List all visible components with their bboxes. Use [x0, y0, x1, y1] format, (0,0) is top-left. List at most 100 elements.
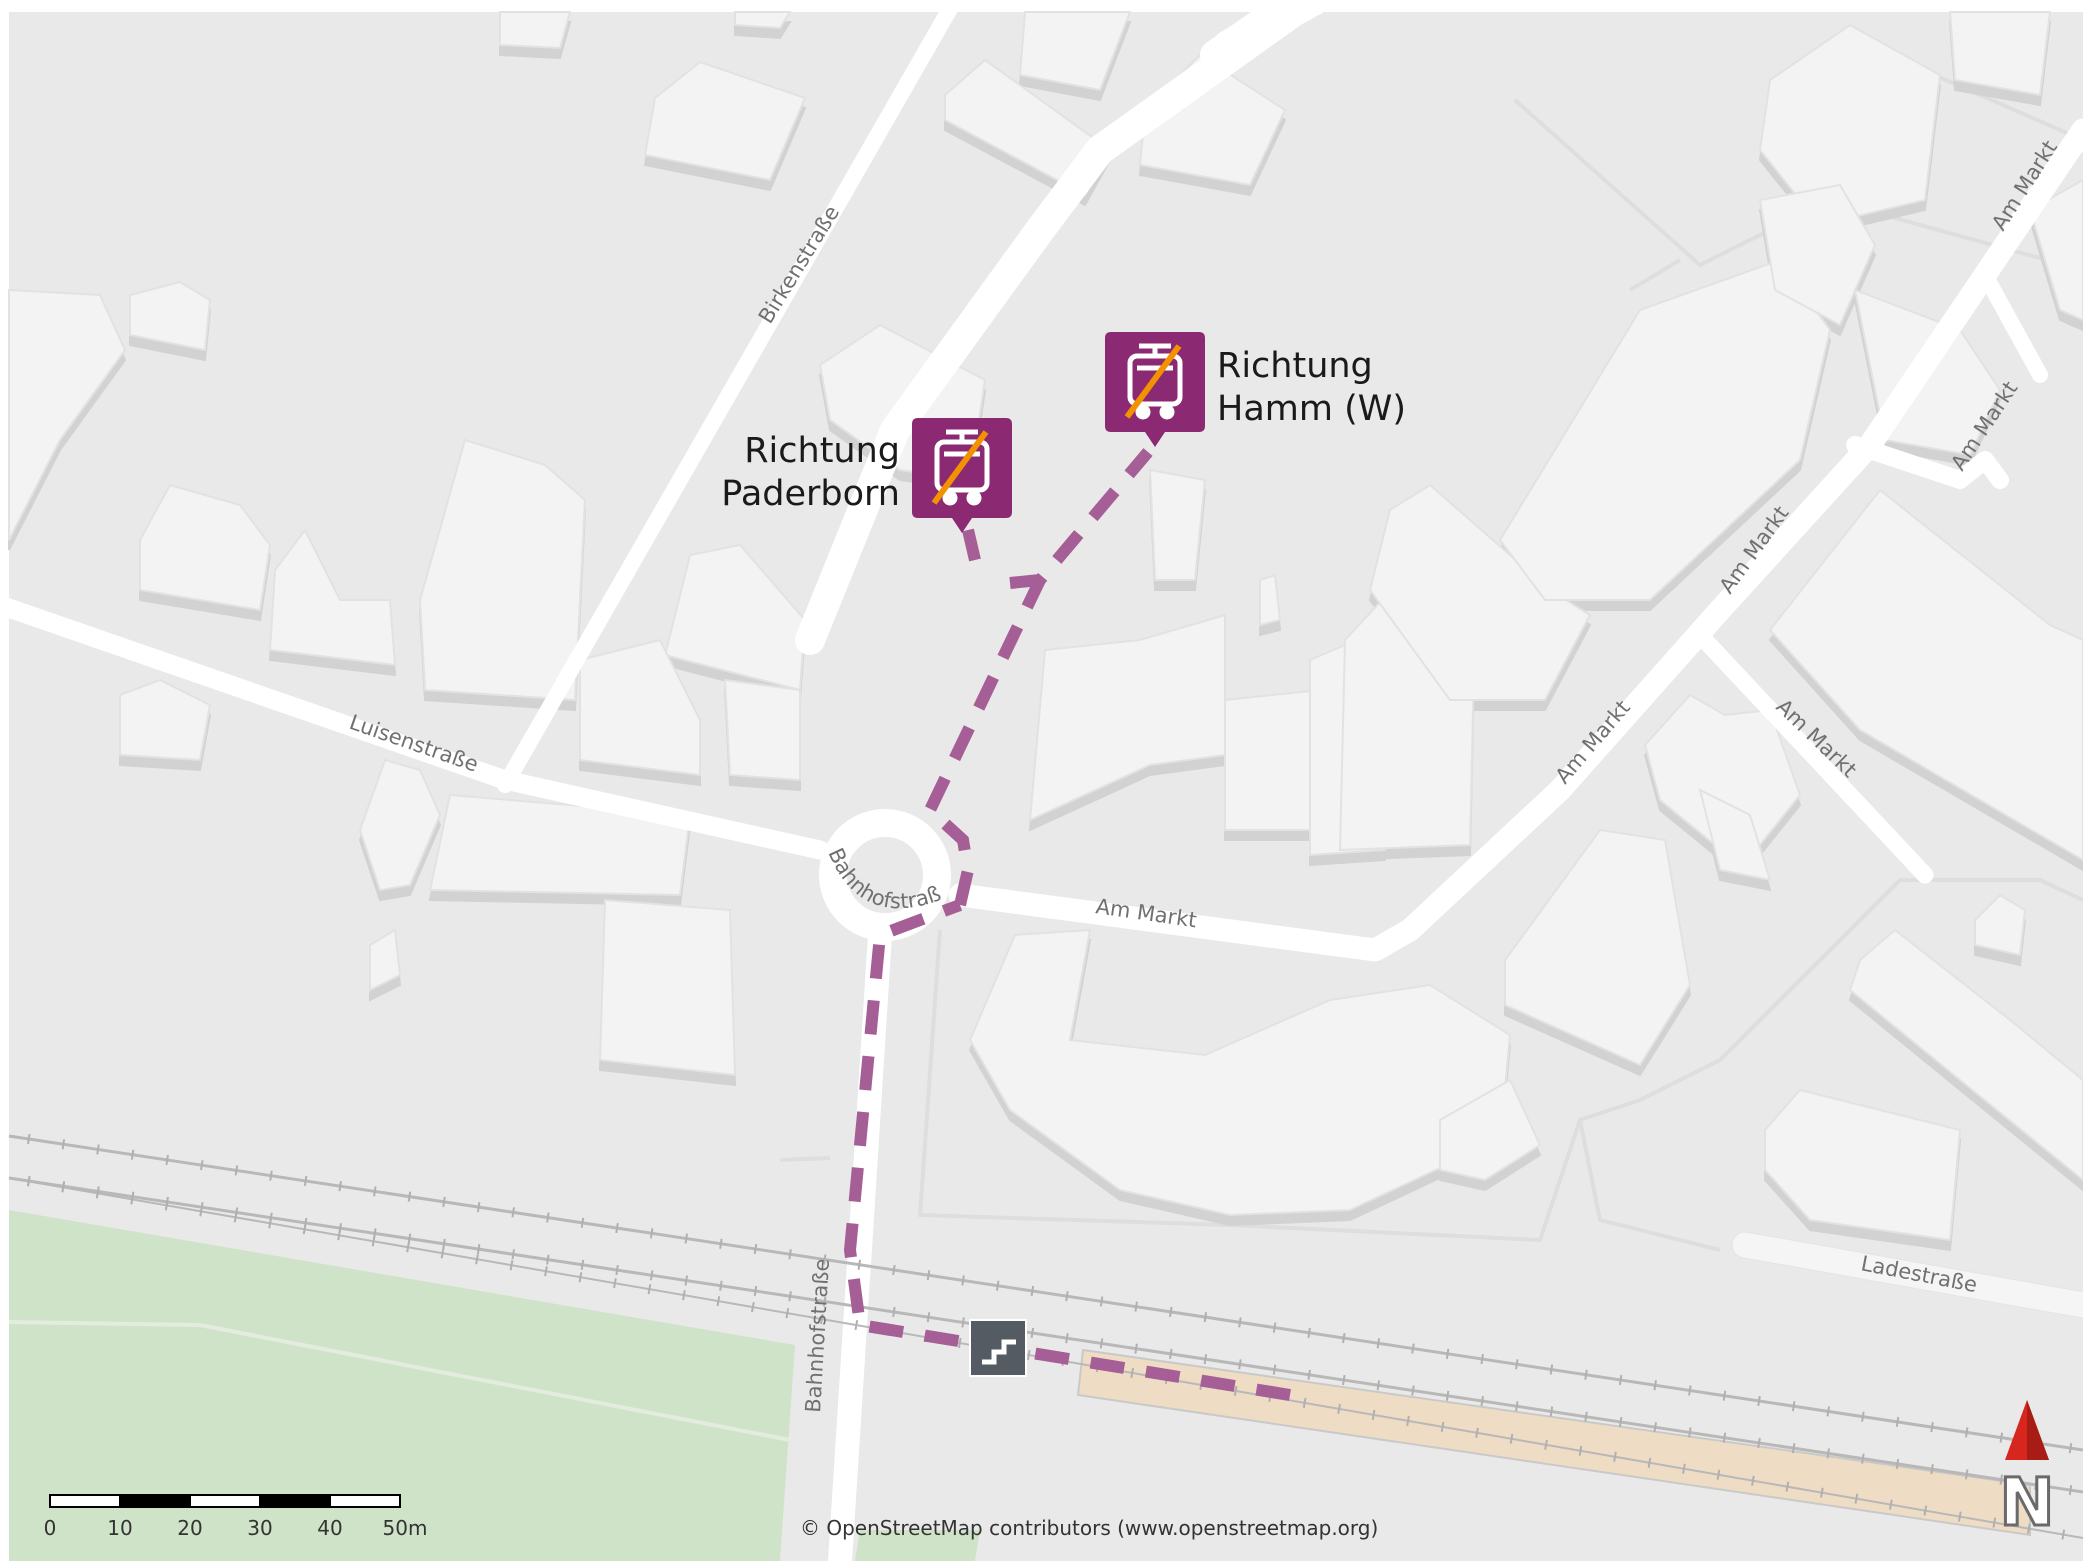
railway-tie [96, 1144, 100, 1155]
railway-tie [1307, 1327, 1311, 1338]
railway-tie [1999, 1474, 2004, 1485]
railway-tie [1722, 1390, 1727, 1401]
road-am-markt-branch [1691, 626, 1934, 884]
railway-tie [303, 1175, 308, 1187]
railway-tie [1203, 1312, 1208, 1323]
railway-tie [61, 1139, 66, 1150]
railway-tie [961, 1275, 965, 1286]
stop-label-hamm-line2: Hamm (W) [1217, 389, 1406, 429]
scale-tick-30: 30 [247, 1516, 272, 1540]
railway-tie [1515, 1401, 1519, 1412]
railway-tie [407, 1233, 412, 1244]
railway-tie [892, 1306, 896, 1318]
railway-tie [27, 1133, 31, 1145]
railway-tie [1861, 1453, 1865, 1464]
railway-tie [1992, 1517, 1997, 1528]
railway-tie [1169, 1348, 1173, 1359]
railway-tie [509, 1260, 514, 1271]
railway-tie [1861, 1411, 1865, 1422]
railway-tie [716, 1296, 721, 1307]
railway-tie [1826, 1448, 1831, 1459]
railway-tie [578, 1272, 583, 1283]
railway-tie [1647, 1457, 1652, 1468]
railway-tie [200, 1160, 204, 1171]
railway-tie [1411, 1343, 1415, 1354]
railway-tie [1653, 1422, 1657, 1433]
railway-tie [1376, 1380, 1381, 1391]
railway-tie [2034, 1479, 2038, 1490]
railway-tie [442, 1238, 446, 1249]
railway-tie [338, 1181, 342, 1192]
road-birkenstrasse [497, 0, 963, 793]
map-frame-left [0, 0, 9, 1561]
railway-tie [1757, 1395, 1761, 1407]
railway-tie [785, 1308, 790, 1319]
railway-tie [1820, 1487, 1824, 1498]
railway-tie [1889, 1499, 1893, 1510]
railway-tie [442, 1196, 446, 1207]
railway-tie [1445, 1348, 1450, 1359]
north-arrow-label: N [1999, 1464, 2054, 1541]
railway-tie [1957, 1511, 1962, 1522]
railway-tie [1757, 1437, 1761, 1449]
railway-tie [2068, 1443, 2073, 1454]
railway-tie [1549, 1406, 1554, 1417]
railway-tie [302, 1224, 307, 1235]
railway-tie [1515, 1359, 1519, 1370]
railway-tie [1030, 1285, 1035, 1297]
tram-bus-replacement-icon [931, 429, 990, 506]
park-path [8, 1320, 791, 1442]
map-attribution[interactable]: © OpenStreetMap contributors (www.openst… [800, 1516, 1378, 1540]
railway-tie [476, 1202, 481, 1213]
stop-marker-paderborn[interactable] [912, 418, 1012, 533]
railway-tie [1376, 1338, 1381, 1349]
scale-tick-0: 0 [44, 1516, 57, 1540]
railway-tie [546, 1254, 550, 1265]
railway-tie [511, 1249, 515, 1260]
railway-tie [1480, 1395, 1484, 1407]
railway-tie [753, 1243, 758, 1255]
railway-tie [1342, 1374, 1346, 1386]
scale-tick-20: 20 [177, 1516, 202, 1540]
railway-tie [1440, 1421, 1445, 1432]
railway-tie [854, 1319, 859, 1331]
railway-tie [1099, 1296, 1104, 1307]
railway-tie [961, 1317, 965, 1328]
railway-tie [647, 1284, 652, 1295]
railway-tie [822, 1296, 827, 1307]
railway-tie [995, 1280, 1000, 1291]
railway-tie [1233, 1385, 1238, 1397]
scale-tick-50m: 50m [383, 1516, 428, 1540]
railway-tie [1475, 1427, 1479, 1438]
railway-tie [1826, 1406, 1831, 1417]
roundabout-center [847, 837, 923, 913]
railway-tie [1411, 1385, 1415, 1396]
road-bahnhofstrasse-south [828, 923, 892, 1561]
railway-tie [1272, 1322, 1277, 1333]
railway-tie [1544, 1439, 1548, 1450]
railway-tie [1445, 1390, 1450, 1401]
stairs-icon[interactable] [969, 1319, 1027, 1377]
railway-tie [1026, 1349, 1031, 1361]
railway-tie [234, 1165, 239, 1176]
scale-tick-10: 10 [107, 1516, 132, 1540]
railway-tie [788, 1291, 792, 1302]
railway-tie [475, 1254, 479, 1265]
railway-tie [1930, 1422, 1934, 1433]
railway-tie [371, 1236, 376, 1247]
railway-tie [268, 1218, 272, 1229]
north-arrow-icon: N [1998, 1400, 2056, 1543]
railway-tie [544, 1266, 548, 1277]
railway-tie [1406, 1415, 1410, 1426]
railway-tie [1302, 1397, 1307, 1408]
railway-tie [373, 1186, 377, 1197]
railway-tie [130, 1149, 135, 1160]
railway-tie [199, 1206, 203, 1217]
stop-marker-hamm[interactable] [1105, 332, 1205, 447]
railway-tie [857, 1259, 862, 1270]
railway-ties [26, 1133, 2073, 1540]
park-area [9, 1210, 980, 1561]
railway-tie [130, 1194, 134, 1205]
railway-tie [615, 1264, 619, 1276]
